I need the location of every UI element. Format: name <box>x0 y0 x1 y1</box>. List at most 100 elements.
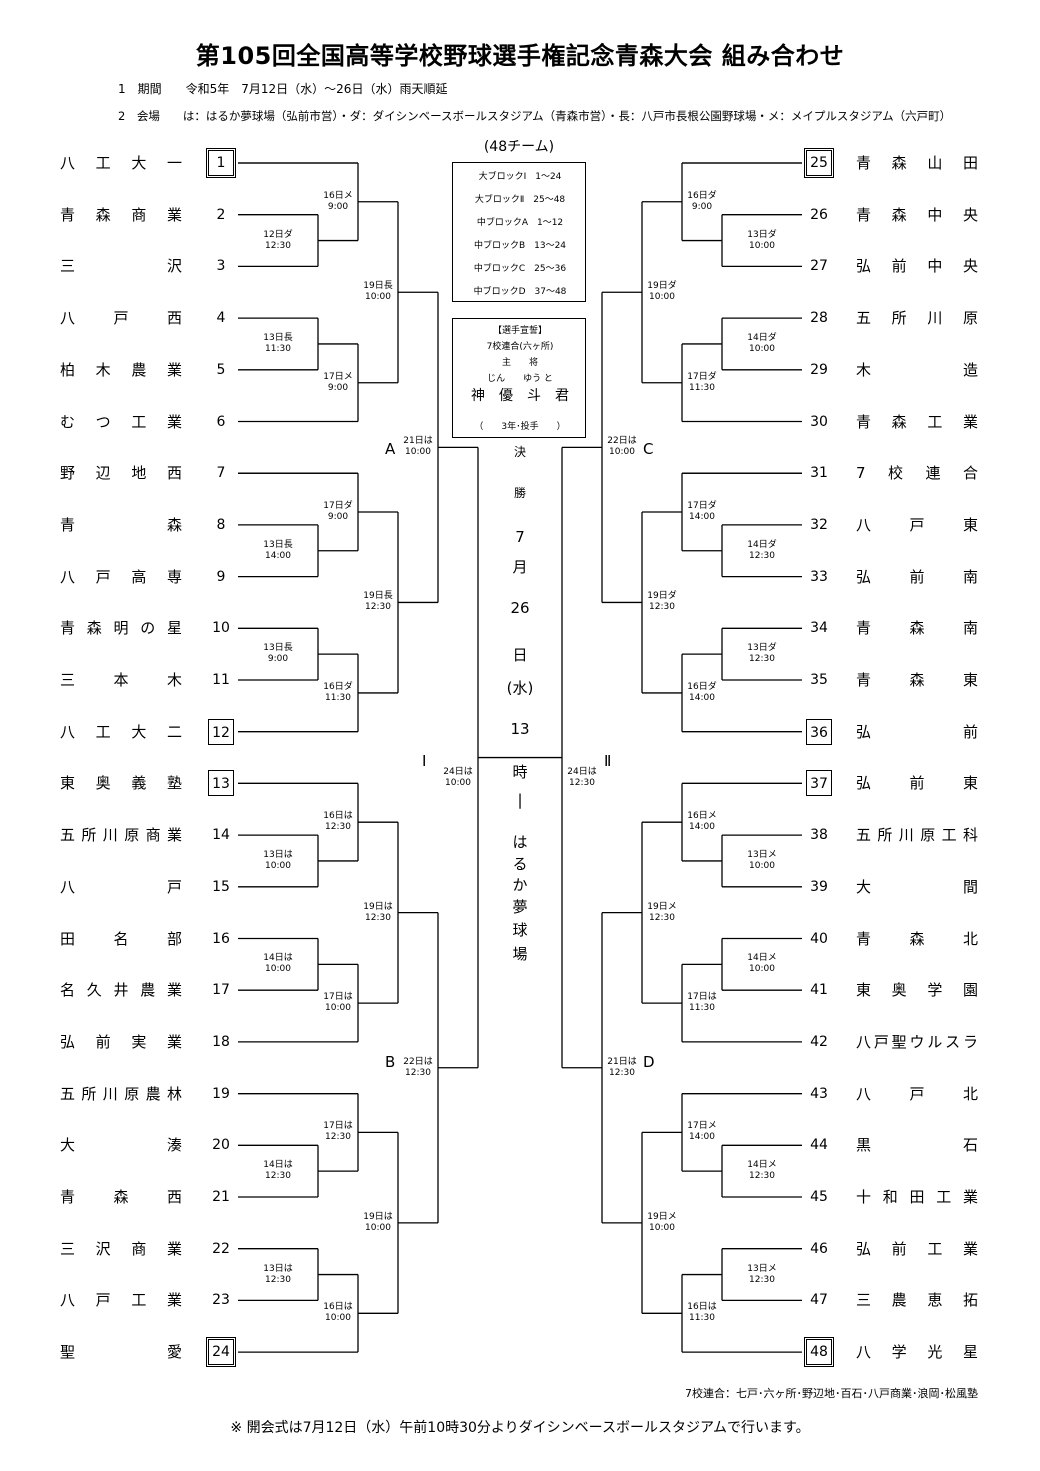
game-time: 11:30 <box>325 692 351 703</box>
team-name: 東奥学園 <box>856 981 978 1000</box>
game-time: 10:00 <box>405 447 431 458</box>
team-name: 八戸 <box>60 877 182 896</box>
game-date-venue: 13日ダ <box>747 643 777 654</box>
final-info-char: 場 <box>512 945 528 963</box>
legend-row: 大ブロックⅡ 25～48 <box>474 195 566 205</box>
game-time: 10:00 <box>649 1222 675 1233</box>
final-info-char: 球 <box>512 921 528 939</box>
game-time: 14:00 <box>689 822 715 833</box>
final-info-char: 日 <box>512 646 528 664</box>
game-time: 10:00 <box>365 292 391 303</box>
team-name: 青森東 <box>856 671 978 689</box>
block-label-a: A <box>385 440 396 458</box>
team-number: 26 <box>810 206 828 223</box>
team-name: 五所川原農林 <box>60 1084 182 1103</box>
oath-heading: 【選手宣誓】 <box>492 326 547 336</box>
game-time: 12:30 <box>569 777 595 788</box>
team-name: 八戸東 <box>856 515 978 534</box>
game-date-venue: 16日メ <box>323 190 353 201</box>
legend-row: 中ブロックD 37～48 <box>473 287 567 297</box>
team-number: 18 <box>212 1033 230 1050</box>
team-name: むつ工業 <box>60 412 182 431</box>
final-info-char: は <box>512 833 528 851</box>
team-number: 9 <box>216 568 226 585</box>
team-number: 44 <box>810 1137 828 1154</box>
team-number: 21 <box>212 1189 230 1205</box>
game-date-venue: 13日メ <box>747 849 777 860</box>
game-date-venue: 17日メ <box>687 1121 717 1132</box>
team-name: 青森西 <box>60 1188 182 1206</box>
team-name: 木造 <box>856 360 978 379</box>
final-info-char: 夢 <box>512 898 528 916</box>
game-date-venue: 16日は <box>323 811 353 822</box>
game-time: 10:00 <box>749 240 775 251</box>
team-name: 三沢 <box>60 257 182 276</box>
game-time: 11:30 <box>265 343 291 354</box>
team-name: 聖愛 <box>60 1343 182 1362</box>
game-date-venue: 13日メ <box>747 1263 777 1274</box>
team-number: 43 <box>810 1085 828 1102</box>
game-date-venue: 16日ダ <box>323 681 353 692</box>
game-date-venue: 22日は <box>403 1056 433 1067</box>
block-label-b: B <box>385 1053 396 1071</box>
oath-name: 神 優 斗 君 <box>471 388 569 404</box>
team-name: 弘前南 <box>856 567 978 586</box>
team-number: 22 <box>212 1240 230 1257</box>
game-time: 9:00 <box>691 201 713 212</box>
game-time: 10:00 <box>649 292 675 303</box>
oath-reading: じん ゆう と <box>487 374 553 384</box>
game-date-venue: 13日ダ <box>747 229 777 240</box>
seed-number: 24 <box>206 1337 236 1368</box>
game-date-venue: 19日メ <box>647 1211 677 1222</box>
team-name: 八戸聖ウルスラ <box>856 1032 978 1051</box>
game-date-venue: 17日は <box>687 992 717 1003</box>
team-number: 8 <box>216 516 226 533</box>
game-date-venue: 17日は <box>323 1121 353 1132</box>
legend-row: 中ブロックA 1～12 <box>476 218 564 228</box>
team-name: 青森明の星 <box>60 619 182 638</box>
team-number: 35 <box>810 672 828 688</box>
team-name: 弘前 <box>856 722 978 741</box>
game-time: 11:30 <box>689 1003 715 1014</box>
team-number: 10 <box>212 620 230 637</box>
final-info-char: 13 <box>510 720 530 738</box>
team-name: 青森 <box>60 515 182 534</box>
team-number: 19 <box>212 1085 230 1102</box>
union-footnote: 7校連合：七戸･六ヶ所･野辺地･百石･八戸商業･浪岡･松風塾 <box>685 1387 978 1400</box>
team-name: 八戸高専 <box>60 567 182 586</box>
team-name: 大湊 <box>60 1136 182 1155</box>
game-date-venue: 13日長 <box>263 643 293 654</box>
legend-row: 大ブロックⅠ 1～24 <box>478 172 562 182</box>
final-info-char: 決 <box>513 445 526 459</box>
game-time: 12:30 <box>749 1171 775 1182</box>
game-time: 10:00 <box>365 1222 391 1233</box>
final-info-char: 月 <box>512 558 528 576</box>
final-info-char: る <box>512 855 528 873</box>
game-date-venue: 14日は <box>263 953 293 964</box>
team-number: 40 <box>810 930 828 947</box>
block-label-c: C <box>643 440 654 458</box>
game-date-venue: 24日は <box>443 766 473 777</box>
team-name: 弘前工業 <box>856 1239 978 1258</box>
team-name: 八戸北 <box>856 1084 978 1103</box>
game-date-venue: 21日は <box>403 436 433 447</box>
game-time: 10:00 <box>325 1313 351 1324</box>
